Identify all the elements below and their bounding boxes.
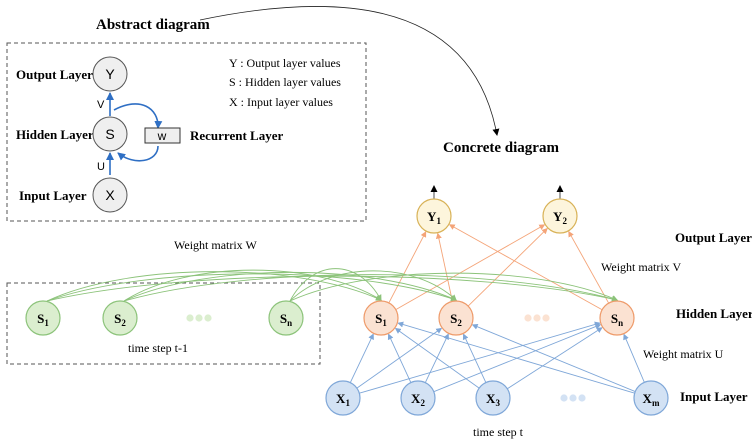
input-node-3	[633, 380, 669, 416]
abstract-recurrent-loop-in	[117, 145, 159, 162]
edge-hidden-2-to-output-0	[448, 224, 603, 311]
input-node-0	[325, 380, 361, 416]
abstract-node-s-label: S	[105, 126, 114, 142]
hidden-node-2	[599, 300, 635, 336]
time-step-prev-label: time step t-1	[128, 341, 188, 355]
abstract-hidden-layer-label: Hidden Layer	[16, 127, 94, 142]
concrete-edges	[46, 185, 645, 394]
legend-s: S : Hidden layer values	[229, 75, 341, 89]
prev-hidden-node-2-label: Sn	[280, 311, 292, 328]
input-node-1-label: X2	[411, 391, 425, 408]
abstract-node-y-label: Y	[105, 66, 115, 82]
prev-hidden-node-0-label: S1	[37, 311, 49, 328]
input-node-0-label: X1	[336, 391, 350, 408]
prev-hidden-node-1-label: S2	[114, 311, 126, 328]
time-step-curr-label: time step t	[473, 425, 524, 439]
edge-hidden-1-to-output-1	[467, 227, 548, 307]
abstract-node-w	[144, 127, 181, 144]
hidden-ellipsis-dot-0	[524, 314, 532, 322]
hidden-ellipsis-dot-1	[533, 314, 541, 322]
edge-input-1-to-hidden-0	[387, 333, 412, 383]
edge-prev-1-to-hidden-1	[123, 271, 457, 302]
weight-label-w: Weight matrix W	[174, 238, 257, 252]
edge-prev-2-to-hidden-0	[289, 268, 382, 302]
abstract-edge-label-u: U	[97, 161, 105, 173]
abstract-node-w-label: w	[157, 129, 167, 143]
abstract-title: Abstract diagram	[96, 17, 210, 33]
abstract-input-layer-label: Input Layer	[19, 188, 87, 203]
edge-prev-0-to-hidden-2	[46, 275, 618, 302]
abstract-node-y	[92, 56, 128, 92]
weight-label-u: Weight matrix U	[643, 347, 724, 361]
edge-input-3-to-hidden-0	[397, 321, 635, 394]
abstract-node-s	[92, 116, 128, 152]
abstract-output-layer-label: Output Layer	[16, 67, 93, 82]
input-ellipsis-dot-2	[578, 394, 586, 402]
input-node-2-label: X3	[486, 391, 500, 408]
output-node-1	[542, 198, 578, 234]
prev-hidden-ellipsis-dot-1	[195, 314, 203, 322]
weight-label-v: Weight matrix V	[601, 260, 681, 274]
edge-prev-1-to-hidden-0	[123, 269, 382, 302]
prev-hidden-ellipsis-dot-2	[204, 314, 212, 322]
concrete-title: Concrete diagram	[443, 140, 559, 156]
prev-hidden-ellipsis-dot-0	[186, 314, 194, 322]
output-node-0-label: Y1	[427, 209, 441, 226]
input-ellipsis-dot-0	[560, 394, 568, 402]
abstract-to-concrete-arrow	[199, 6, 500, 136]
edge-input-0-to-hidden-1	[356, 327, 443, 389]
hidden-node-0-label: S1	[375, 311, 387, 328]
edge-hidden-0-to-output-0	[388, 231, 427, 304]
hidden-node-1-label: S2	[450, 311, 462, 328]
edge-prev-2-to-hidden-2	[289, 272, 618, 302]
input-node-1	[400, 380, 436, 416]
prev-hidden-node-2	[268, 300, 304, 336]
edge-input-2-to-hidden-1	[462, 333, 487, 383]
edge-input-0-to-hidden-0	[349, 333, 374, 383]
abstract-node-x	[92, 177, 128, 213]
concrete-input-layer-label: Input Layer	[680, 389, 748, 404]
edge-input-3-to-hidden-2	[623, 333, 645, 383]
edge-input-2-to-hidden-0	[394, 327, 480, 389]
edge-input-1-to-hidden-1	[424, 333, 449, 383]
concrete-hidden-layer-label: Hidden Layer	[676, 306, 752, 321]
hidden-ellipsis-dot-2	[542, 314, 550, 322]
legend-y: Y : Output layer values	[229, 56, 341, 70]
hidden-node-0	[363, 300, 399, 336]
edge-prev-0-to-hidden-0	[46, 271, 382, 302]
abstract-node-x-label: X	[105, 187, 115, 203]
input-node-2	[475, 380, 511, 416]
edge-hidden-0-to-output-1	[395, 224, 546, 310]
input-node-3-label: Xm	[643, 391, 660, 408]
abstract-frame	[6, 42, 367, 222]
hidden-node-2-label: Sn	[611, 311, 623, 328]
edge-input-3-to-hidden-1	[471, 323, 636, 392]
abstract-edge-label-v: V	[97, 99, 105, 111]
input-ellipsis-dot-1	[569, 394, 577, 402]
abstract-recurrent-loop-out	[113, 103, 163, 129]
concrete-output-layer-label: Output Layer	[675, 230, 752, 245]
edge-input-0-to-hidden-2	[359, 321, 601, 394]
abstract-recurrent-layer-label: Recurrent Layer	[190, 128, 283, 143]
edge-hidden-1-to-output-0	[435, 232, 453, 302]
edge-prev-2-to-hidden-1	[289, 270, 457, 302]
legend-x: X : Input layer values	[229, 95, 333, 109]
prev-hidden-node-0	[25, 300, 61, 336]
edge-prev-1-to-hidden-2	[123, 274, 618, 302]
output-node-1-label: Y2	[553, 209, 567, 226]
prev-hidden-node-1	[102, 300, 138, 336]
output-node-0	[416, 198, 452, 234]
edge-hidden-2-to-output-1	[568, 230, 610, 304]
hidden-node-1	[438, 300, 474, 336]
